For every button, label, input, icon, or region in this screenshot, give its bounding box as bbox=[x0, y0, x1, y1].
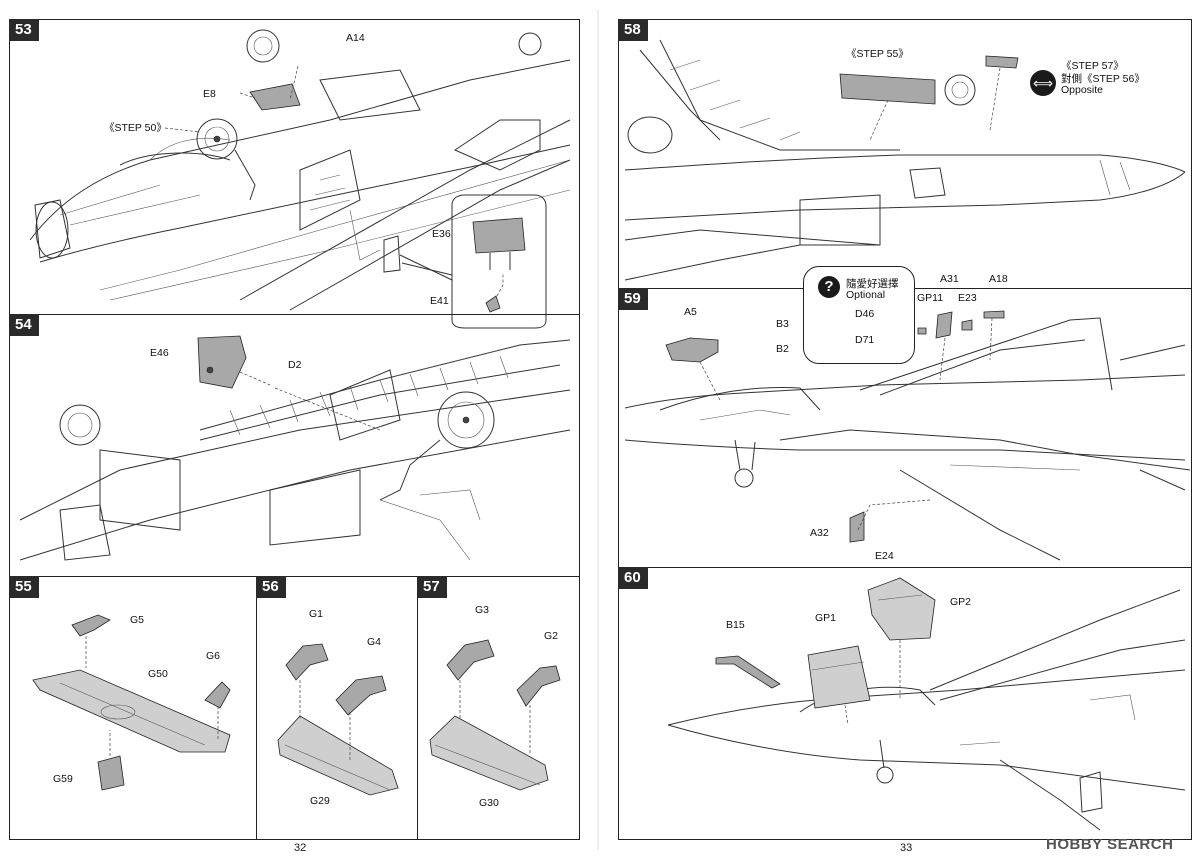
step-number-badge: 59 bbox=[618, 288, 648, 310]
page-number-right: 33 bbox=[900, 842, 913, 854]
step-number-badge: 53 bbox=[9, 19, 39, 41]
step-53-panel bbox=[9, 19, 580, 315]
part-label: E46 bbox=[150, 347, 169, 359]
part-label: G59 bbox=[53, 773, 73, 785]
optional-label-en: Optional bbox=[846, 289, 886, 301]
part-label: G50 bbox=[148, 668, 168, 680]
part-label: G6 bbox=[206, 650, 221, 662]
step-number-badge: 55 bbox=[9, 576, 39, 598]
step60-fuselage-drawing bbox=[667, 577, 1186, 831]
step57-parts-drawing bbox=[429, 639, 561, 791]
part-label: B3 bbox=[776, 318, 789, 330]
part-label: D71 bbox=[855, 334, 875, 346]
step53-fuselage-drawing bbox=[29, 29, 571, 329]
part-label: E24 bbox=[875, 550, 894, 562]
step55-parts-drawing bbox=[32, 614, 231, 791]
part-label: E36 bbox=[432, 228, 451, 240]
part-label: G30 bbox=[479, 797, 499, 809]
opposite-side-icon: ⟺ bbox=[1030, 70, 1056, 96]
step54-fuselage-drawing bbox=[19, 335, 571, 561]
optional-callout bbox=[803, 266, 915, 364]
optional-label-cn: 隨愛好選擇 bbox=[846, 278, 899, 290]
watermark-logo: HOBBY SEARCH bbox=[1046, 836, 1174, 853]
part-label: B2 bbox=[776, 343, 789, 355]
step-reference: 《STEP 50》 bbox=[104, 122, 167, 134]
step-number-badge: 54 bbox=[9, 314, 39, 336]
part-label: E23 bbox=[958, 292, 977, 304]
step58-fuselage-drawing bbox=[624, 39, 1186, 281]
part-label: B15 bbox=[726, 619, 745, 631]
part-label: A18 bbox=[989, 273, 1008, 285]
part-label: G4 bbox=[367, 636, 382, 648]
step-number-badge: 57 bbox=[417, 576, 447, 598]
part-label: E41 bbox=[430, 295, 449, 307]
part-label: E8 bbox=[203, 88, 216, 100]
step-reference: 《STEP 57》 bbox=[1061, 60, 1124, 72]
part-label: G3 bbox=[475, 604, 490, 616]
step-reference: 《STEP 55》 bbox=[846, 48, 909, 60]
opposite-label: Opposite bbox=[1061, 84, 1104, 96]
part-label: D46 bbox=[855, 308, 875, 320]
part-label: G29 bbox=[310, 795, 330, 807]
part-label: A14 bbox=[346, 32, 365, 44]
question-icon: ? bbox=[818, 276, 840, 298]
part-label: A5 bbox=[684, 306, 697, 318]
part-label: GP2 bbox=[950, 596, 972, 608]
part-label: D2 bbox=[288, 359, 302, 371]
step-number-badge: 60 bbox=[618, 567, 648, 589]
page-number-left: 32 bbox=[294, 842, 307, 854]
part-label: G1 bbox=[309, 608, 324, 620]
part-label: GP11 bbox=[917, 292, 944, 304]
step-reference: 對側《STEP 56》 bbox=[1061, 73, 1145, 85]
part-label: GP1 bbox=[815, 612, 837, 624]
step-number-badge: 58 bbox=[618, 19, 648, 41]
part-label: G2 bbox=[544, 630, 559, 642]
step-57-panel bbox=[417, 576, 580, 840]
step-56-panel bbox=[256, 576, 418, 840]
step-number-badge: 56 bbox=[256, 576, 286, 598]
step56-parts-drawing bbox=[277, 643, 399, 796]
step-58-panel bbox=[618, 19, 1192, 289]
part-label: A32 bbox=[810, 527, 829, 539]
part-label: G5 bbox=[130, 614, 145, 626]
part-label: A31 bbox=[940, 273, 959, 285]
